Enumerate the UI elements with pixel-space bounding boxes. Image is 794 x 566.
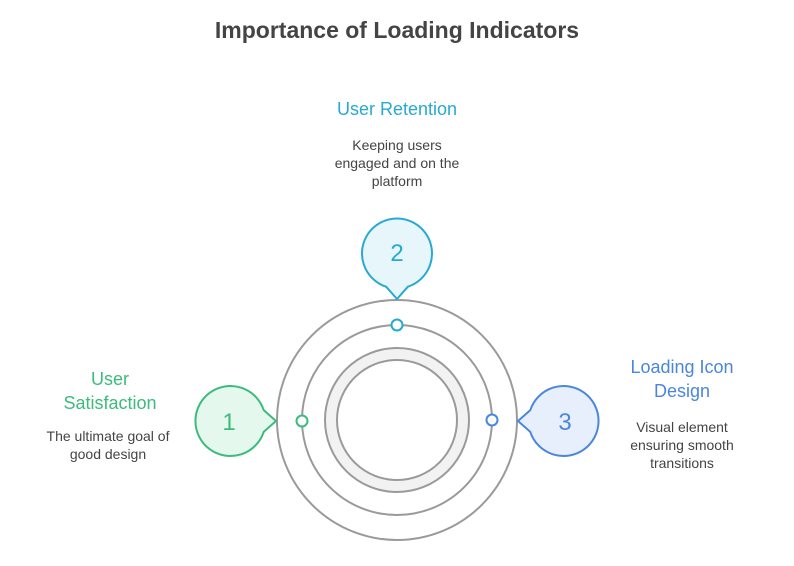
node-bubble-2: 2 (361, 217, 433, 300)
node-bubble-3: 3 (517, 385, 600, 457)
node-description-2: Keeping users engaged and on the platfor… (334, 137, 460, 189)
node-title-3: Loading Icon Design (630, 357, 734, 401)
node-number-2: 2 (390, 240, 403, 267)
inner-core (336, 359, 458, 481)
node-title-1: User Satisfaction (63, 369, 157, 413)
node-number-1: 1 (222, 409, 235, 436)
diagram-title: Importance of Loading Indicators (214, 17, 580, 43)
node-description-3: Visual element ensuring smooth transitio… (630, 419, 734, 471)
connector-dot-1 (295, 414, 309, 428)
node-bubble-1: 1 (194, 385, 277, 457)
connector-dot-2 (390, 318, 404, 332)
node-description-1: The ultimate goal of good design (46, 428, 170, 462)
connector-dot-3 (485, 413, 499, 427)
node-number-3: 3 (558, 409, 571, 436)
node-title-2: User Retention (336, 99, 458, 119)
